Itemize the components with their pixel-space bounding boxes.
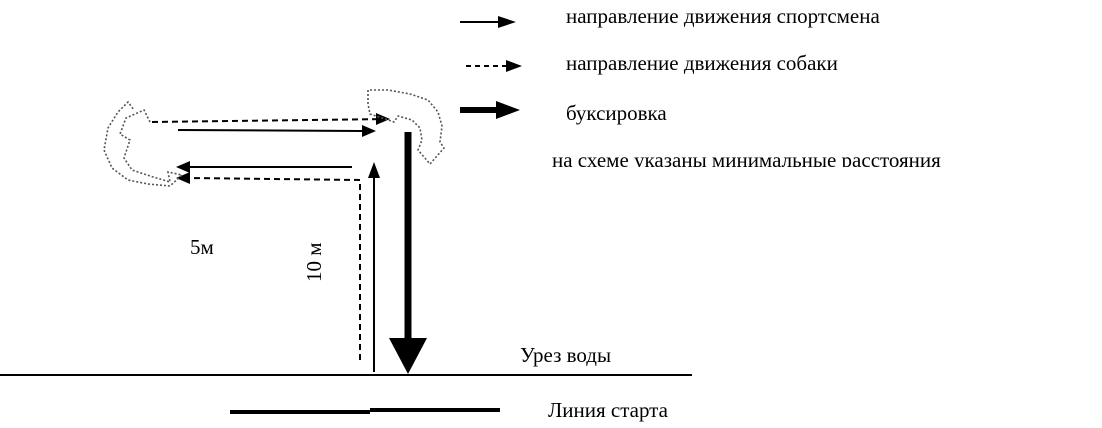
athlete-swim-vertical-arrowhead <box>368 162 380 178</box>
waterline-label: Урез воды <box>520 343 612 367</box>
legend-athlete-arrow <box>460 16 516 28</box>
legend-towing-label: буксировка <box>566 101 667 125</box>
dog-swim-out-arrowhead <box>376 113 390 125</box>
dog-swim-back-arrow <box>187 177 361 360</box>
legend-dog-arrow <box>466 60 522 72</box>
athlete-swim-back-arrowhead <box>176 161 190 173</box>
legend-note: на схеме указаны минимальные расстояния <box>552 148 941 172</box>
right-turn-outline <box>367 89 446 166</box>
distance-5m-label: 5м <box>190 235 214 259</box>
left-turn-outline <box>103 100 184 187</box>
dog-swim-back-arrowhead <box>176 172 190 184</box>
start-line-label: Линия старта <box>548 398 668 422</box>
legend-athlete-label: направление движения спортсмена <box>566 4 880 28</box>
dog-swim-out-arrow <box>151 118 389 123</box>
towing-arrowhead <box>389 338 427 374</box>
athlete-swim-out-arrow <box>177 129 363 132</box>
distance-10m-label: 10 м <box>302 242 326 282</box>
athlete-swim-out-arrowhead <box>362 125 376 137</box>
legend-towing-arrow <box>460 101 520 119</box>
legend-dog-label: направление движения собаки <box>566 51 838 75</box>
